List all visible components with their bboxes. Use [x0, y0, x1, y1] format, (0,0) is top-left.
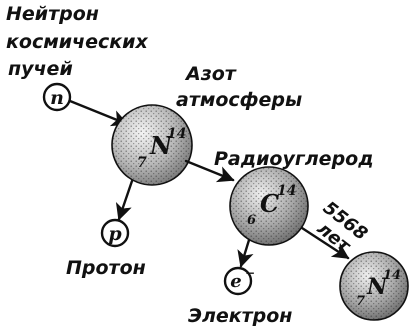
- nitrogen-14-mass: 14: [167, 126, 186, 142]
- nitrogen-14-product-nucleus: N 14 7: [339, 251, 409, 321]
- nitrogen-14-product-atomic: 7: [356, 294, 365, 309]
- neutron-label-line-1: Нейтрон: [6, 3, 99, 25]
- carbon-14-symbol: C: [260, 189, 279, 218]
- electron-label: Электрон: [188, 305, 292, 327]
- arrow-carbon-to-electron: [237, 238, 254, 268]
- nitrogen-14-product-symbol: N: [366, 274, 388, 300]
- proton-symbol: p: [108, 223, 122, 245]
- neutron-particle: n: [42, 82, 72, 112]
- nitrogen-label-line-2: атмосферы: [176, 89, 302, 111]
- nitrogen-14-product-mass: 14: [383, 268, 401, 283]
- neutron-label: Нейтрон космических пучей: [6, 3, 154, 80]
- neutron-symbol: n: [50, 87, 64, 109]
- nitrogen-14-symbol: N: [149, 131, 173, 160]
- radiocarbon-label: Радиоуглерод: [214, 148, 374, 170]
- electron-symbol: e: [230, 271, 241, 292]
- nitrogen-atmosphere-label: Азот атмосферы: [176, 63, 302, 111]
- neutron-label-line-2: космических: [6, 31, 148, 53]
- neutron-label-line-3: пучей: [8, 58, 73, 80]
- carbon-14-mass: 14: [277, 183, 296, 199]
- proton-label: Протон: [66, 257, 146, 279]
- arrow-nitrogen-to-carbon: [184, 159, 235, 183]
- carbon-14-nucleus: C 14 6: [229, 166, 309, 246]
- electron-charge: −: [245, 266, 255, 280]
- arrow-neutron-to-nitrogen: [68, 99, 129, 127]
- proton-particle: p: [100, 218, 130, 248]
- electron-particle: e −: [223, 266, 255, 296]
- arrow-nitrogen-to-proton: [115, 179, 134, 221]
- nitrogen-14-atomic: 7: [137, 155, 147, 171]
- nitrogen-label-line-1: Азот: [184, 63, 237, 85]
- arrow-carbon-to-nitrogen: [300, 226, 350, 260]
- carbon-14-atomic: 6: [247, 213, 256, 228]
- nitrogen-14-nucleus: N 14 7: [111, 104, 193, 186]
